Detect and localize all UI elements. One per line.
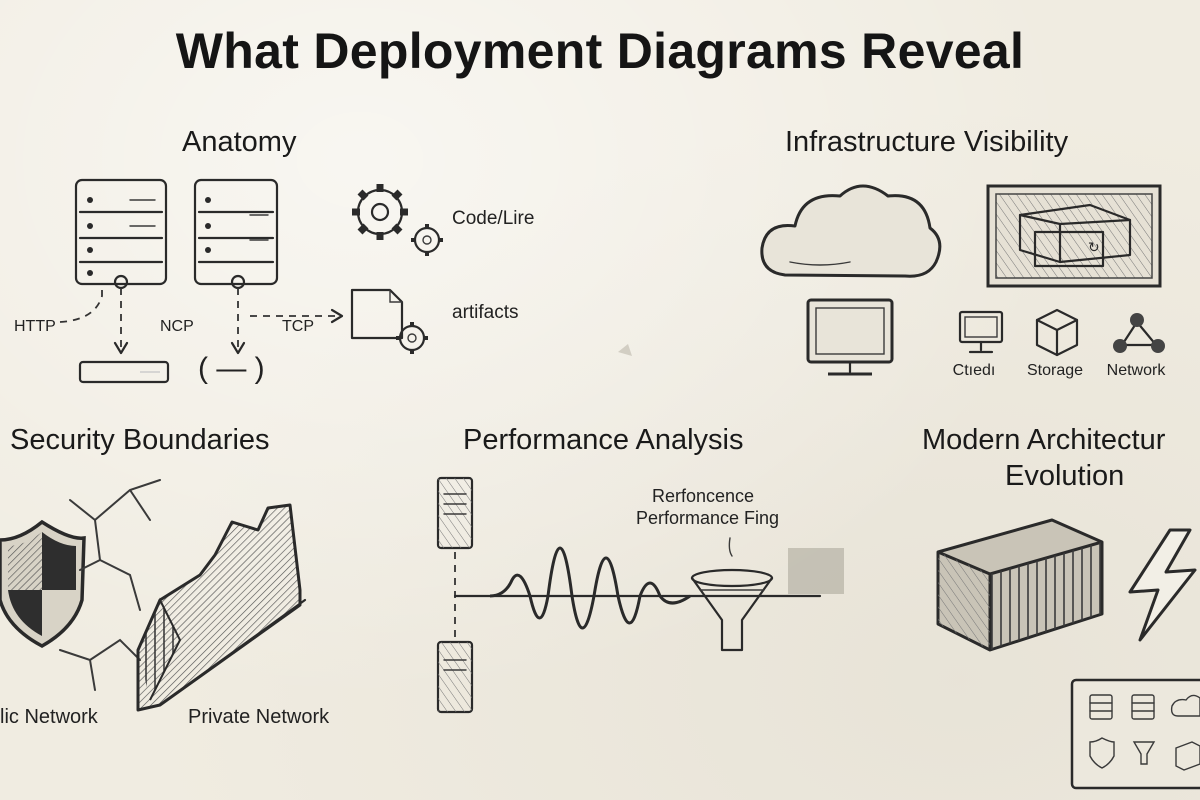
server-icon-mini [1089, 694, 1113, 720]
protocol-label-http: HTTP [14, 318, 56, 335]
server-icon-right [193, 178, 279, 286]
document-icon [350, 288, 428, 354]
storage-cube-icon [1035, 308, 1079, 357]
cloud-icon [760, 184, 942, 278]
container-icon-mini [1175, 741, 1200, 771]
protocol-label-tcp: TCP [282, 318, 314, 335]
public-network-label: lic Network [0, 706, 98, 728]
monitor-icon [806, 298, 894, 376]
server-icon-left [74, 178, 168, 286]
server-icon-bottom [436, 640, 474, 714]
firewall-mountain [136, 503, 307, 712]
performance-annotation-line1: Rerfoncence [652, 486, 755, 506]
icon-grid-card [1070, 678, 1200, 790]
infra-label-network: Network [1106, 362, 1166, 379]
protocol-label-ncp: NCP [160, 318, 194, 335]
performance-annotation-line2: Performance Fing [636, 508, 780, 528]
artifacts-label: artifacts [452, 302, 519, 323]
code-label: Code/Lire [452, 208, 535, 229]
gear-icon-small [411, 224, 443, 256]
lightning-icon [1128, 528, 1197, 642]
server-icon-mini-2 [1131, 694, 1155, 720]
bracket-label: ( — ) [198, 352, 265, 385]
small-monitor-icon [958, 310, 1004, 354]
heading-infrastructure: Infrastructure Visibility [785, 126, 1069, 158]
funnel-icon-mini [1132, 741, 1156, 765]
infra-label-cloud: Ctıedı [952, 362, 996, 379]
network-device-icon [78, 360, 170, 384]
heading-security: Security Boundaries [10, 424, 270, 456]
page-title: What Deployment Diagrams Reveal [175, 23, 1025, 79]
wall-cracks [59, 479, 161, 691]
container-icon [936, 518, 1104, 652]
framed-storage-box-icon: ↻ [986, 184, 1162, 288]
funnel-icon [690, 568, 774, 652]
gear-icon-large [352, 184, 408, 240]
heading-performance: Performance Analysis [463, 424, 744, 456]
infra-label-storage: Storage [1026, 362, 1084, 379]
heading-anatomy: Anatomy [182, 126, 297, 158]
heading-modern-line1: Modern Architectur [922, 424, 1166, 456]
shield-icon-mini [1089, 737, 1115, 769]
network-icon [1113, 313, 1165, 353]
private-network-label: Private Network [188, 706, 330, 728]
shield-icon [0, 519, 86, 648]
svg-text:↻: ↻ [1088, 240, 1100, 256]
blurred-block [788, 548, 844, 594]
cloud-icon-mini [1170, 694, 1200, 717]
signal-wave [489, 546, 691, 630]
server-icon-top [436, 476, 474, 550]
heading-modern-line2: Evolution [1005, 460, 1125, 492]
